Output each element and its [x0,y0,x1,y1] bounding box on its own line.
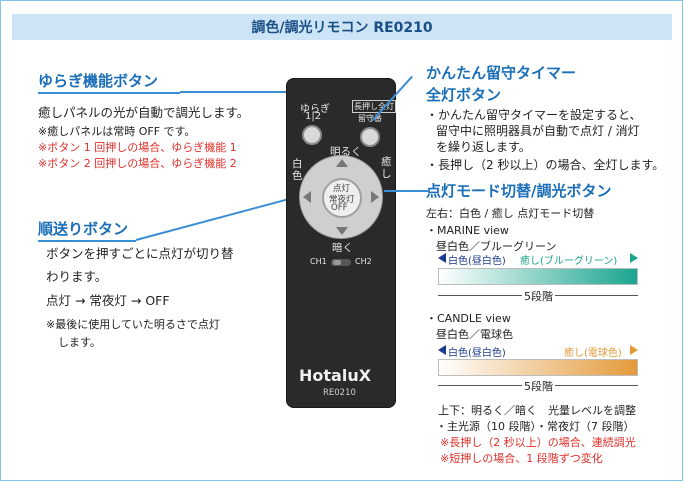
yuragi-heading: ゆらぎ機能ボタン [38,72,159,90]
yuragi-desc: 癒しパネルの光が自動で調光します。 [38,105,250,120]
page-title: 調色/調光リモコン RE0210 [12,14,672,40]
remote-kuraku-label: 暗く [332,242,353,254]
order-desc-1: ボタンを押すごとに点灯が切り替 [46,246,234,261]
candle-title: ・CANDLE view [426,312,511,325]
candle-right-label: 癒し(電球色) [564,348,622,359]
order-note-1: ※最後に使用していた明るさで点灯 [46,318,220,331]
center-label-2: 常夜灯 [329,195,355,205]
remote-yuragi-sub: 1|2 [305,111,322,122]
timer-desc-4: ・長押し（2 秒以上）の場合、全灯します。 [426,158,665,172]
timer-heading-2: 全灯ボタン [426,86,502,104]
order-heading: 順送りボタン [38,220,129,238]
remote-iyashi-label: 癒し [381,156,392,180]
marine-right-arrow-icon [630,253,638,263]
model-number: RE0210 [323,388,356,398]
order-note-2: します。 [58,336,101,349]
candle-right-arrow-icon [630,345,638,355]
marine-gradient-bar [438,268,638,285]
remote-rusu-sub: 留守番 [358,114,382,123]
remote-yuragi-label: ゆらぎ [300,104,330,115]
candle-left-arrow-icon [438,345,446,355]
marine-title: ・MARINE view [426,224,509,237]
updown-desc: 上下：明るく／暗く 光量レベルを調整 [438,404,636,417]
right-arrow-icon[interactable] [371,191,379,203]
center-label-3: OFF [331,203,348,213]
dimming-red-note-2: ※短押しの場合、1 段階ずつ変化 [440,452,603,465]
levels-desc: ・主光源（10 段階）・常夜灯（7 段階） [436,420,635,433]
marine-steps: 5段階 [522,288,555,304]
up-arrow-icon[interactable] [336,159,348,167]
order-heading-underline [38,240,136,242]
remote-shiroiro-label: 白色 [292,158,303,182]
center-label-1: 点灯 [333,184,351,194]
timer-desc-1: ・かんたん留守タイマーを設定すると、 [426,108,642,122]
marine-right-label: 癒し(ブルーグリーン) [520,256,618,267]
candle-gradient-bar [438,359,638,376]
marine-left-arrow-icon [438,253,446,263]
candle-left-label: 白色(昼白色) [448,348,506,359]
yuragi-leader-line [180,91,290,93]
marine-left-label: 白色(昼白色) [448,256,506,267]
timer-desc-3: を繰り返します。 [436,140,531,154]
down-arrow-icon[interactable] [336,227,348,235]
channel-switch[interactable] [331,259,351,266]
yuragi-red-note-2: ※ボタン 2 回押しの場合、ゆらぎ機能 2 [38,157,237,170]
yuragi-heading-underline [38,92,180,94]
remote-ch1-label: CH1 [310,257,327,266]
order-desc-2: わります。 [46,269,108,284]
marine-sub: 昼白色／ブルーグリーン [436,240,557,253]
left-arrow-icon[interactable] [303,191,311,203]
dimming-red-note-1: ※長押し（2 秒以上）の場合、連続調光 [440,436,636,449]
mode-heading: 点灯モード切替/調光ボタン [426,182,612,200]
rusu-timer-button[interactable] [360,127,380,147]
remote-rusu-label: 長押し全灯 [352,100,396,113]
yuragi-red-note-1: ※ボタン 1 回押しの場合、ゆらぎ機能 1 [38,141,237,154]
yuragi-note: ※癒しパネルは常時 OFF です。 [38,125,196,138]
candle-steps: 5段階 [522,378,555,394]
timer-heading-1: かんたん留守タイマー [426,64,577,82]
channel-switch-knob[interactable] [333,260,341,265]
yuragi-button[interactable] [302,125,322,145]
remote-ch2-label: CH2 [355,257,372,266]
mode-leader-line [384,190,428,192]
mode-desc: 左右：白色 / 癒し 点灯モード切替 [426,207,595,220]
order-flow: 点灯 → 常夜灯 → OFF [46,293,170,308]
timer-desc-2: 留守中に照明器具が自動で点灯 / 消灯 [436,124,640,138]
brand-logo: HotaluX [299,366,372,385]
sequence-button[interactable] [322,178,362,218]
candle-sub: 昼白色／電球色 [436,328,513,341]
